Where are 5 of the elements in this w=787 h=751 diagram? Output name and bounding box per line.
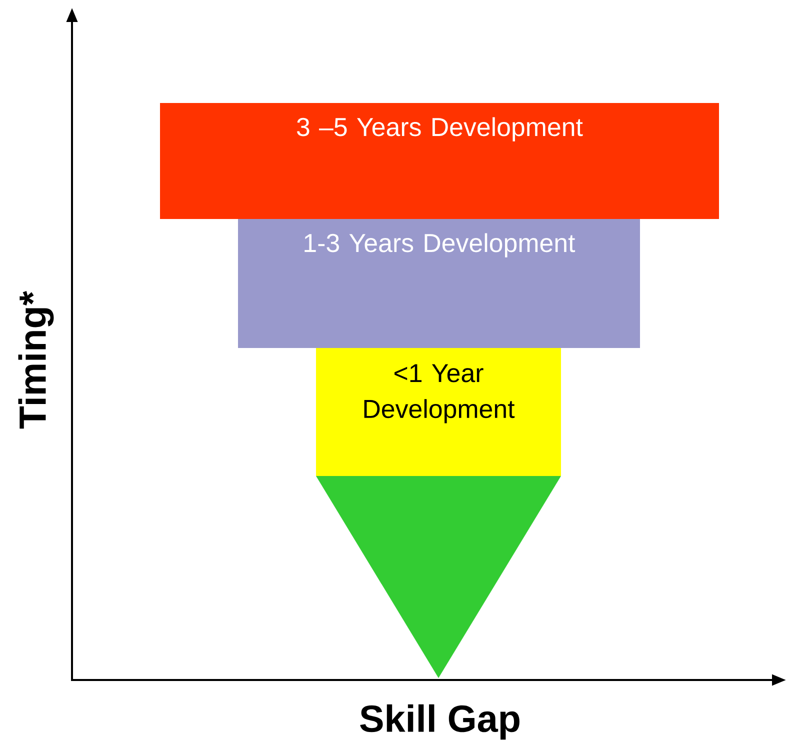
development-box: <1 Year Development	[316, 348, 561, 476]
development-box: 3 –5 Years Development	[160, 103, 719, 219]
axis-title: Timing*	[18, 290, 54, 429]
triangle	[316, 476, 561, 678]
development-box: 1-3 Years Development	[238, 219, 640, 348]
